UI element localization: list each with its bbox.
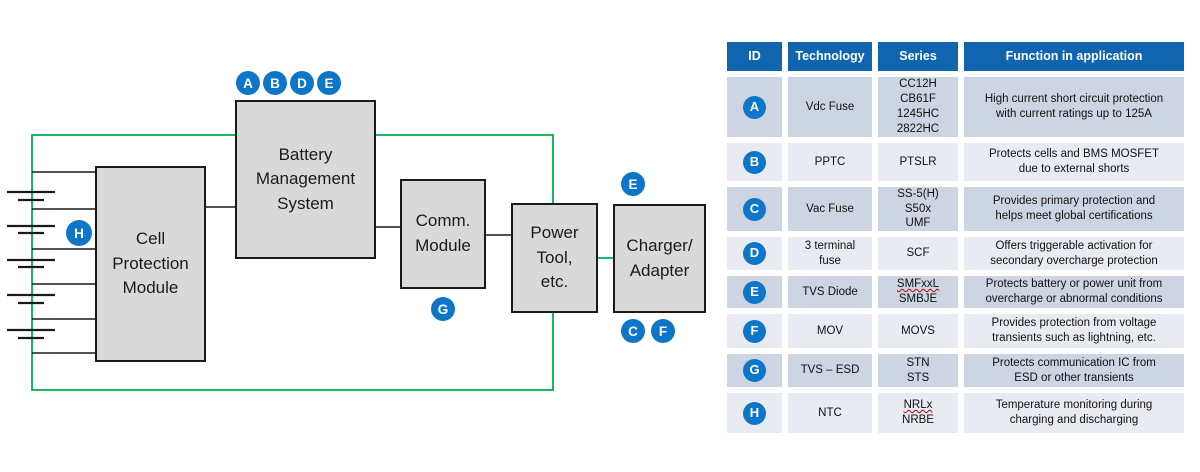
component-reference-table: ID Technology Series Function in applica… — [727, 42, 1184, 433]
battery-management-system-box: Battery Management System — [235, 100, 376, 259]
table-badge-h: H — [743, 401, 766, 425]
battery-management-system-label: Battery Management System — [255, 144, 356, 213]
id-cell: C — [727, 187, 782, 231]
series-cell: MOVS — [878, 314, 958, 348]
badge-d: D — [290, 71, 314, 95]
header-technology: Technology — [788, 42, 872, 71]
id-cell: H — [727, 393, 782, 433]
badge-h: H — [66, 220, 92, 246]
cell-protection-module-label: Cell Protection Module — [112, 229, 189, 298]
series-cell: CC12H CB61F 1245HC 2822HC — [878, 77, 958, 137]
cell-protection-module-box: Cell Protection Module — [95, 166, 206, 362]
technology-cell: TVS – ESD — [788, 354, 872, 387]
power-tool-box: Power Tool, etc. — [511, 203, 598, 313]
battery-stack — [7, 190, 55, 340]
circuit-diagram: Cell Protection Module Battery Managemen… — [7, 71, 706, 391]
function-cell: Provides protection from voltage transie… — [964, 314, 1184, 348]
charger-adapter-label: Charger/ Adapter — [626, 235, 693, 280]
id-cell: B — [727, 143, 782, 181]
badge-f: F — [651, 319, 675, 343]
technology-cell: PPTC — [788, 143, 872, 181]
id-cell: E — [727, 276, 782, 308]
function-cell: Protects cells and BMS MOSFET due to ext… — [964, 143, 1184, 181]
series-cell: PTSLR — [878, 143, 958, 181]
function-cell: Offers triggerable activation for second… — [964, 237, 1184, 270]
technology-cell: TVS Diode — [788, 276, 872, 308]
table-badge-b: B — [743, 150, 766, 174]
series-cell: STN STS — [878, 354, 958, 387]
table-badge-a: A — [743, 95, 766, 119]
series-cell: NRLx NRBE — [878, 393, 958, 433]
series-value-misspelled: SMFxxL — [896, 278, 940, 291]
badge-c: C — [621, 319, 645, 343]
id-cell: A — [727, 77, 782, 137]
header-id: ID — [727, 42, 782, 71]
series-cell: SS-5(H) S50x UMF — [878, 187, 958, 231]
badge-a: A — [236, 71, 260, 95]
function-cell: High current short circuit protection wi… — [964, 77, 1184, 137]
comm-module-box: Comm. Module — [400, 179, 486, 289]
technology-cell: MOV — [788, 314, 872, 348]
series-value: SMBJE — [898, 293, 938, 305]
badge-e-charger: E — [621, 172, 645, 196]
badge-b: B — [263, 71, 287, 95]
id-cell: G — [727, 354, 782, 387]
charger-adapter-box: Charger/ Adapter — [613, 204, 706, 313]
badge-g: G — [431, 297, 455, 321]
technology-cell: NTC — [788, 393, 872, 433]
technology-cell: Vac Fuse — [788, 187, 872, 231]
series-cell: SMFxxL SMBJE — [878, 276, 958, 308]
technology-cell: Vdc Fuse — [788, 77, 872, 137]
comm-module-label: Comm. Module — [415, 211, 471, 255]
function-cell: Protects battery or power unit from over… — [964, 276, 1184, 308]
table-badge-d: D — [743, 242, 766, 265]
series-value: NRBE — [902, 414, 934, 426]
id-cell: F — [727, 314, 782, 348]
table-badge-f: F — [743, 319, 766, 343]
function-cell: Provides primary protection and helps me… — [964, 187, 1184, 231]
table-badge-e: E — [743, 280, 766, 304]
badge-e: E — [317, 71, 341, 95]
function-cell: Temperature monitoring during charging a… — [964, 393, 1184, 433]
module-connector-wires — [206, 206, 511, 236]
function-cell: Protects communication IC from ESD or ot… — [964, 354, 1184, 387]
table-badge-c: C — [743, 197, 766, 221]
series-value-misspelled: NRLx — [903, 399, 933, 412]
id-cell: D — [727, 237, 782, 270]
power-tool-label: Power Tool, etc. — [530, 223, 579, 292]
header-series: Series — [878, 42, 958, 71]
technology-cell: 3 terminal fuse — [788, 237, 872, 270]
cell-tap-wires — [32, 171, 95, 354]
table-badge-g: G — [743, 359, 766, 382]
series-cell: SCF — [878, 237, 958, 270]
header-function: Function in application — [964, 42, 1184, 71]
